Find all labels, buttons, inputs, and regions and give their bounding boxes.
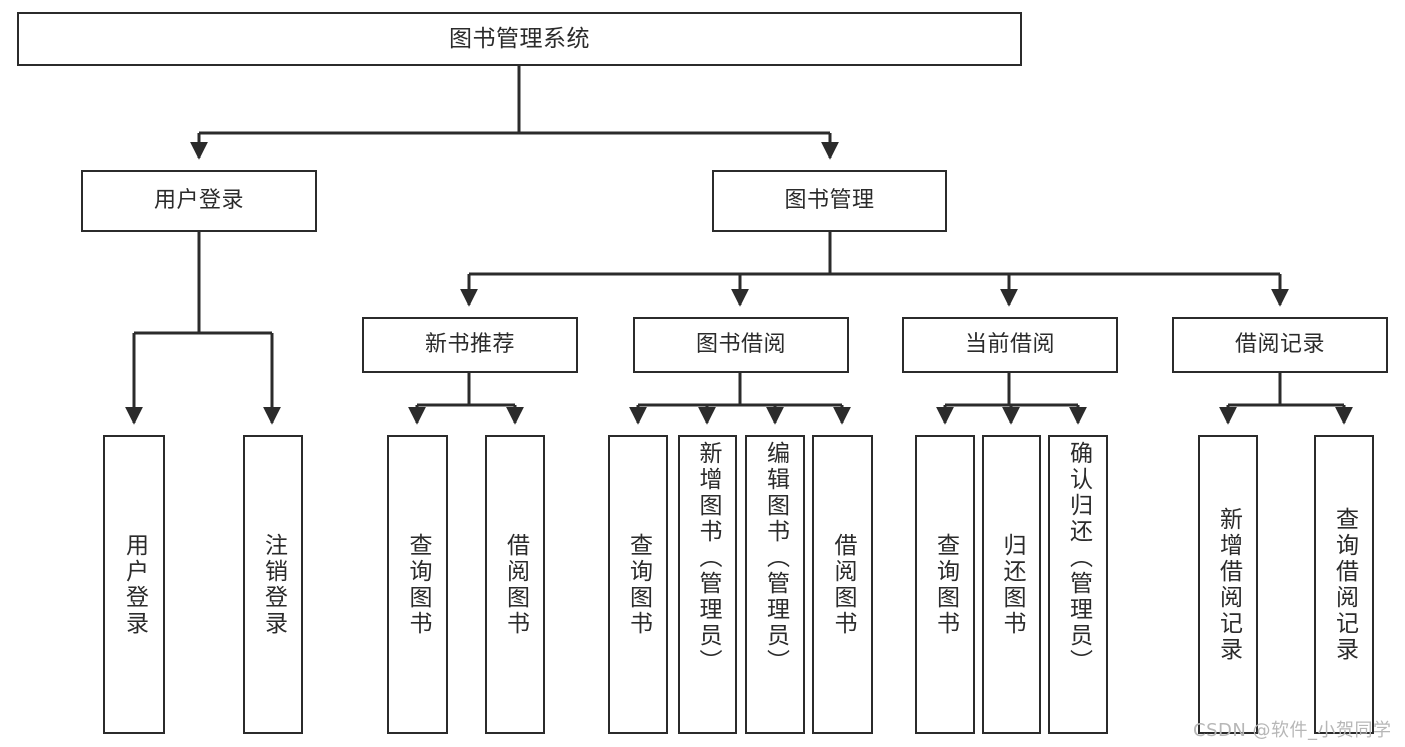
node-leaf-user-logout-label: 注销登录 (260, 532, 287, 637)
node-user-login-label: 用户登录 (153, 188, 244, 214)
node-leaf-user-login-label: 用户登录 (121, 532, 148, 637)
node-leaf-return-book-label: 归还图书 (999, 532, 1025, 637)
node-leaf-borrow-book-1[interactable]: 借阅图书 (485, 435, 545, 734)
csdn-watermark: CSDN @软件_小贺同学 (1193, 720, 1392, 741)
node-leaf-query-book-2[interactable]: 查询图书 (608, 435, 668, 734)
node-current-borrow[interactable]: 当前借阅 (902, 317, 1118, 373)
node-leaf-confirm-return[interactable]: 确认归还（管理员） (1048, 435, 1108, 734)
node-leaf-edit-book-admin-label: 编辑图书（管理员） (762, 441, 789, 675)
node-new-book-recommend[interactable]: 新书推荐 (362, 317, 578, 373)
node-book-borrow-label: 图书借阅 (695, 332, 786, 358)
node-leaf-query-book-2-label: 查询图书 (625, 532, 652, 637)
node-leaf-borrow-book-2[interactable]: 借阅图书 (812, 435, 873, 734)
node-leaf-confirm-return-label: 确认归还（管理员） (1065, 441, 1092, 675)
node-leaf-query-record-label: 查询借阅记录 (1331, 506, 1358, 663)
node-leaf-borrow-book-1-label: 借阅图书 (502, 532, 529, 637)
node-user-login[interactable]: 用户登录 (81, 170, 317, 232)
node-leaf-add-book-admin-label: 新增图书（管理员） (695, 441, 721, 675)
node-leaf-query-book-1[interactable]: 查询图书 (387, 435, 448, 734)
node-leaf-query-book-3-label: 查询图书 (932, 532, 959, 637)
node-leaf-borrow-book-2-label: 借阅图书 (830, 532, 856, 637)
node-leaf-add-record-label: 新增借阅记录 (1215, 506, 1242, 663)
node-leaf-add-book-admin[interactable]: 新增图书（管理员） (678, 435, 737, 734)
node-new-book-recommend-label: 新书推荐 (424, 332, 515, 358)
node-book-borrow[interactable]: 图书借阅 (633, 317, 849, 373)
node-borrow-record[interactable]: 借阅记录 (1172, 317, 1388, 373)
node-leaf-user-logout[interactable]: 注销登录 (243, 435, 303, 734)
node-root-system[interactable]: 图书管理系统 (17, 12, 1022, 66)
node-root-label: 图书管理系统 (449, 25, 590, 52)
node-book-manage-label: 图书管理 (784, 188, 875, 214)
node-leaf-user-login[interactable]: 用户登录 (103, 435, 165, 734)
node-borrow-record-label: 借阅记录 (1234, 332, 1325, 358)
node-leaf-query-book-1-label: 查询图书 (405, 532, 431, 637)
node-current-borrow-label: 当前借阅 (964, 332, 1055, 358)
node-leaf-return-book[interactable]: 归还图书 (982, 435, 1041, 734)
node-leaf-edit-book-admin[interactable]: 编辑图书（管理员） (745, 435, 805, 734)
node-book-manage[interactable]: 图书管理 (712, 170, 947, 232)
node-leaf-query-record[interactable]: 查询借阅记录 (1314, 435, 1374, 734)
node-leaf-add-record[interactable]: 新增借阅记录 (1198, 435, 1258, 734)
node-leaf-query-book-3[interactable]: 查询图书 (915, 435, 975, 734)
